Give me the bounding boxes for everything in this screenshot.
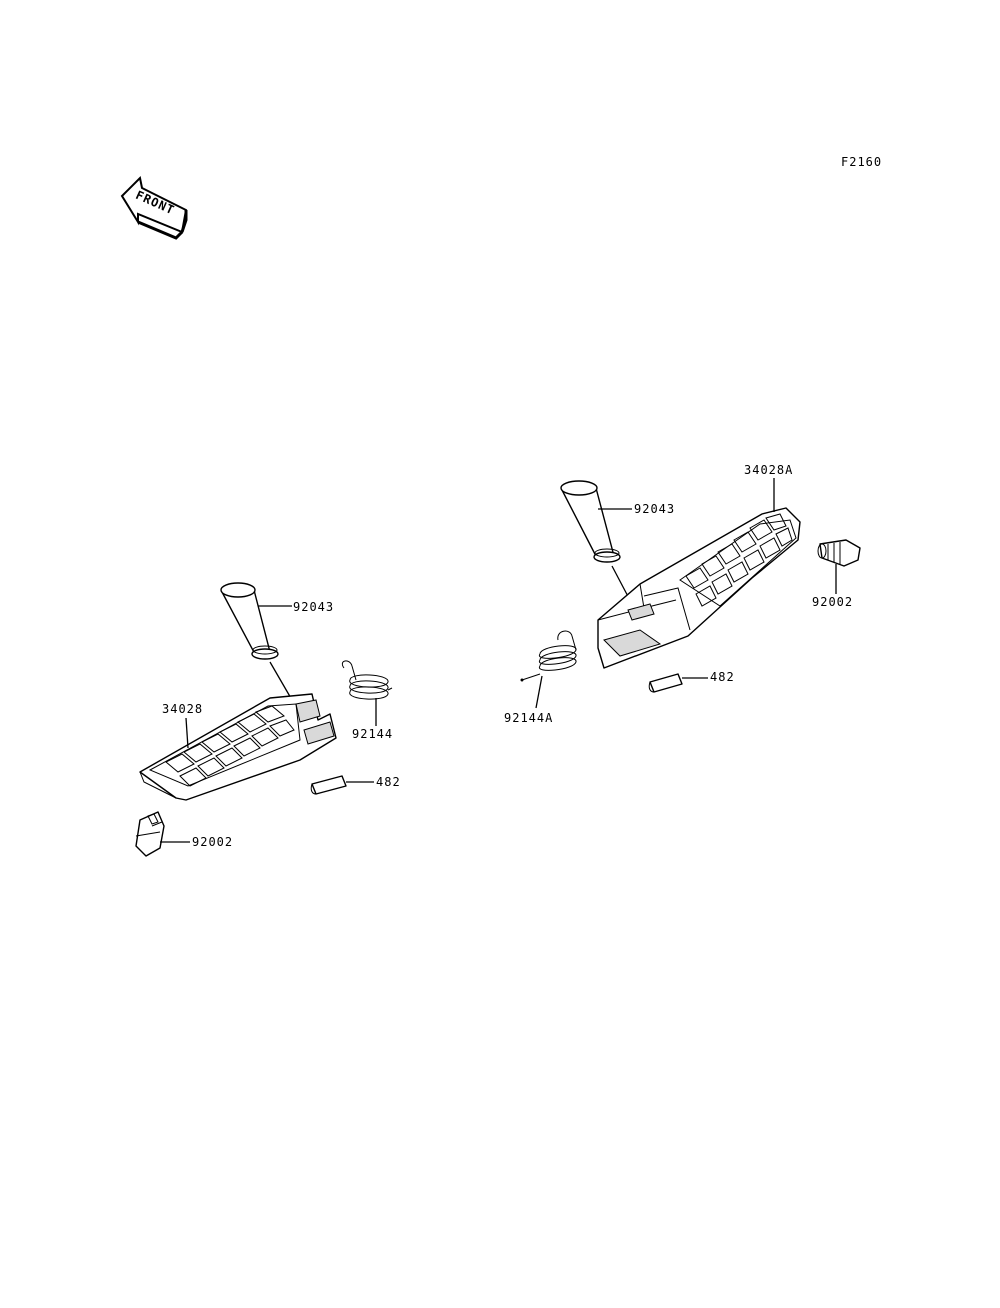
- left-footpeg: [139, 693, 337, 801]
- left-clip-label: 482: [376, 775, 401, 789]
- right-stopper: [817, 539, 861, 567]
- right-footpeg: [597, 507, 801, 669]
- figure-code: F2160: [841, 155, 882, 169]
- right-stopper-label: 92002: [812, 595, 853, 609]
- left-clip: [310, 775, 347, 795]
- front-arrow-icon: FRONT: [120, 175, 188, 240]
- right-clip-label: 482: [710, 670, 735, 684]
- left-stopper: [135, 811, 165, 857]
- right-clip: [648, 673, 683, 693]
- left-pin-label: 92043: [293, 600, 334, 614]
- left-pin: [220, 582, 279, 660]
- right-pin: [560, 480, 621, 563]
- right-spring: [520, 630, 577, 682]
- left-footpeg-label: 34028: [162, 702, 203, 716]
- right-spring-label: 92144A: [504, 711, 553, 725]
- left-assembly: 92043 340: [135, 582, 401, 857]
- right-pin-label: 92043: [634, 502, 675, 516]
- left-spring: [341, 660, 393, 700]
- right-footpeg-label: 34028A: [744, 463, 793, 477]
- left-spring-label: 92144: [352, 727, 393, 741]
- right-assembly: 92043: [504, 463, 861, 725]
- left-stopper-label: 92002: [192, 835, 233, 849]
